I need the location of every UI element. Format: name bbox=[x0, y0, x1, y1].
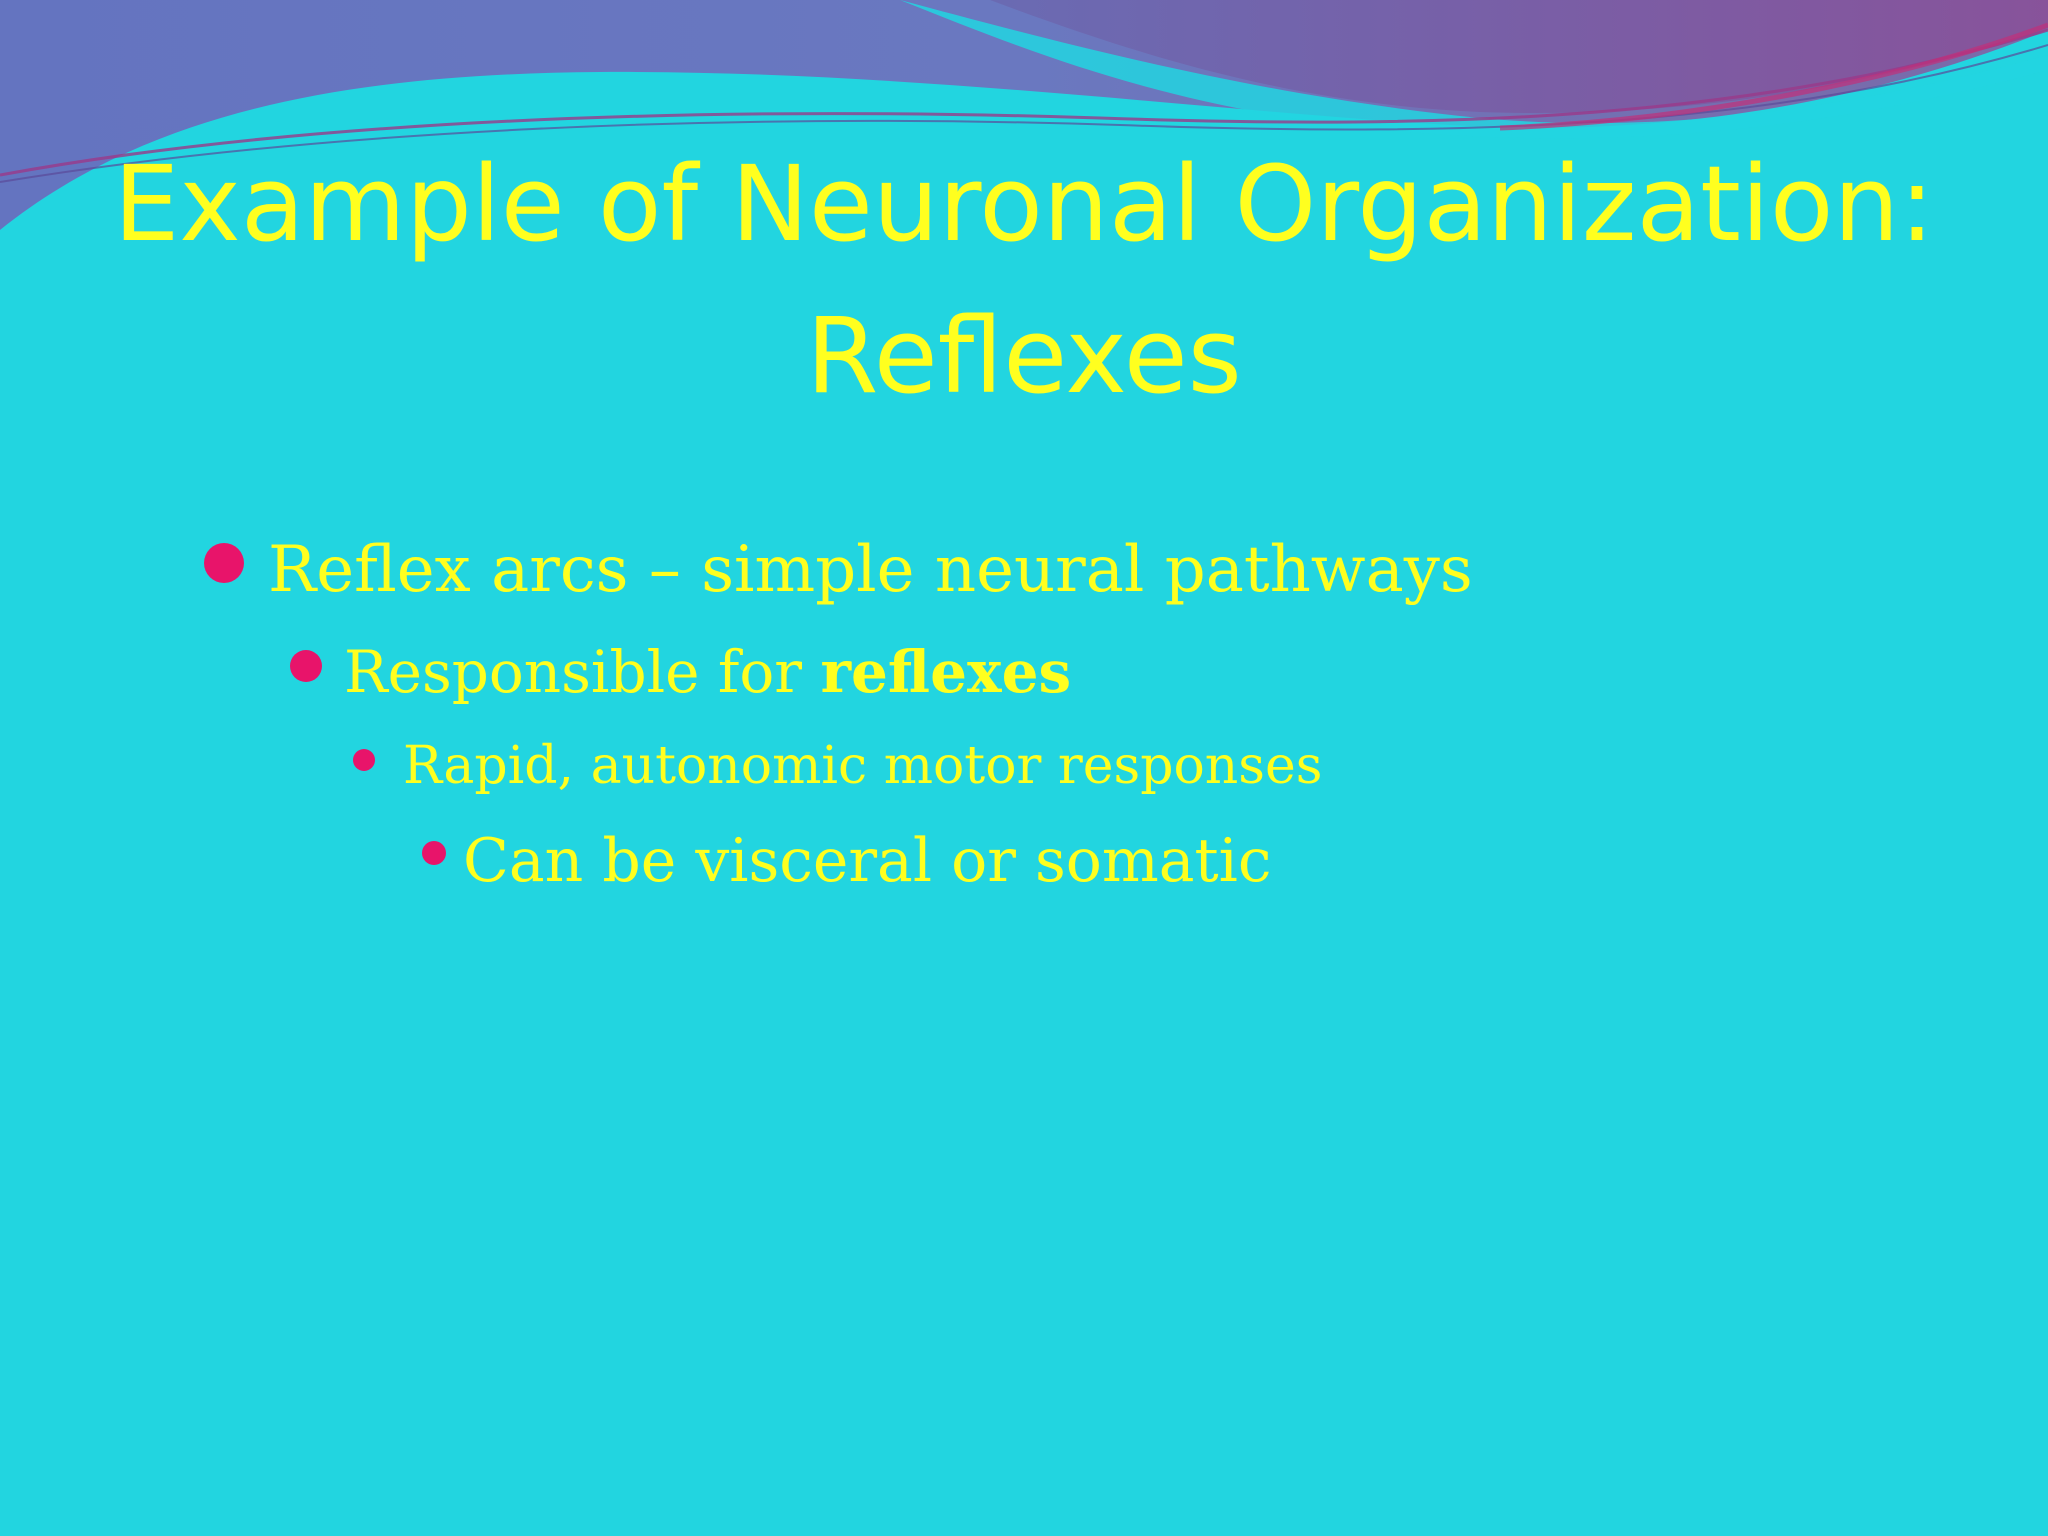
bullet-dot-icon bbox=[353, 749, 375, 771]
slide-title: Example of Neuronal Organization: Reflex… bbox=[0, 128, 2048, 432]
bullet-level-2-bold-term: reflexes bbox=[820, 638, 1072, 706]
header-wave-decoration bbox=[0, 0, 2048, 230]
bullet-level-2: Responsible for reflexes bbox=[344, 638, 1071, 706]
title-line-1: Example of Neuronal Organization: bbox=[113, 143, 1935, 265]
bullet-level-3: Rapid, autonomic motor responses bbox=[403, 736, 1323, 796]
bullet-dot-icon bbox=[204, 543, 244, 583]
bullet-dot-icon bbox=[422, 841, 446, 865]
bullet-level-4: Can be visceral or somatic bbox=[463, 826, 1272, 896]
bullet-level-2-text: Responsible for bbox=[344, 638, 821, 706]
title-line-2: Reflexes bbox=[806, 295, 1242, 417]
bullet-level-1: Reflex arcs – simple neural pathways bbox=[268, 533, 1473, 607]
bullet-dot-icon bbox=[290, 650, 322, 682]
